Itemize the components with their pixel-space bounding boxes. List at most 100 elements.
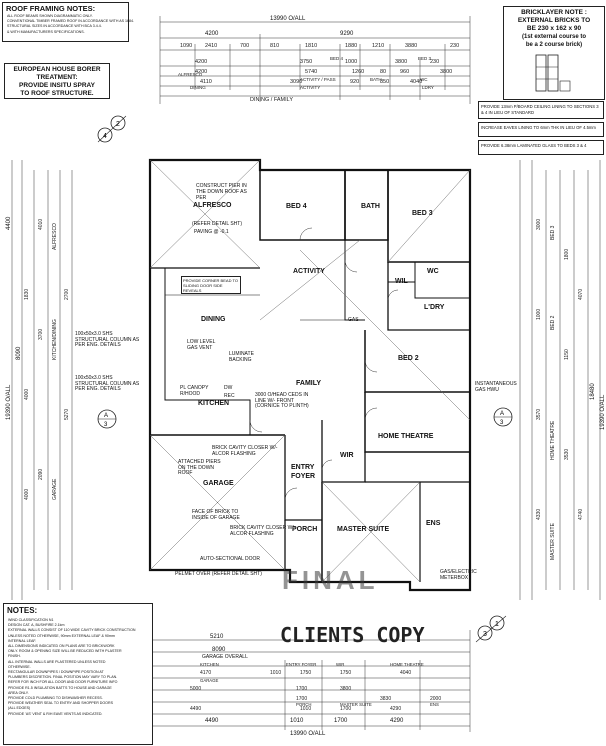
dim-left-4400: 4400 <box>6 216 12 230</box>
room-bed3: BED 3 <box>412 210 433 217</box>
svg-text:4490: 4490 <box>190 706 201 712</box>
svg-text:2090: 2090 <box>38 469 44 480</box>
svg-text:920: 920 <box>350 79 359 85</box>
svg-text:GARAGE: GARAGE <box>200 678 219 683</box>
section-marker-a3-right: A3 <box>493 407 513 427</box>
svg-text:ACTIVITY / PASS: ACTIVITY / PASS <box>300 77 336 82</box>
note-item: ALL INTERNAL WALLS ARE PLASTERED UNLESS … <box>8 659 106 664</box>
brick-course-detail <box>535 54 571 92</box>
svg-text:4740: 4740 <box>578 509 584 520</box>
room-family: FAMILY <box>296 380 322 387</box>
brick-cavity-note: BRICK CAVITY CLOSER W/- ALCOR FLASHING <box>212 445 278 457</box>
bricklayer-title: BRICKLAYER NOTE : <box>521 9 587 16</box>
svg-text:230: 230 <box>450 43 459 49</box>
svg-text:1810: 1810 <box>305 43 317 49</box>
dim-9290: 9290 <box>340 31 354 37</box>
svg-text:HOME THEATRE: HOME THEATRE <box>550 420 556 460</box>
note-item: UNLESS NOTED OTHERWISE, 90mm EXTERNAL LE… <box>8 633 115 638</box>
roof-note: CONVENTIONAL TIMBER FRAMED ROOF IN ACCOR… <box>7 19 134 24</box>
svg-text:ENS: ENS <box>430 702 439 707</box>
alfresco-paving: PAVING @ -0.1 <box>194 229 229 235</box>
gas-label: GAS <box>348 317 359 323</box>
note-item: ONLY. ROOM & OPENING SIZE WILL BE REDUCE… <box>8 649 122 654</box>
svg-text:BED 4: BED 4 <box>330 56 344 61</box>
pelmet-label: PELMET OVER (REFER DETAIL SHT) <box>175 571 262 577</box>
svg-text:PORCH: PORCH <box>296 702 312 707</box>
svg-text:2700: 2700 <box>64 289 70 300</box>
svg-text:BATH: BATH <box>370 77 382 82</box>
svg-text:GARAGE: GARAGE <box>52 478 58 500</box>
svg-text:WIR: WIR <box>336 662 344 667</box>
luminaire-note: LUMINATE BACKING <box>229 351 254 363</box>
room-wil: WIL <box>395 278 408 285</box>
svg-text:4040: 4040 <box>410 79 422 85</box>
svg-text:5740: 5740 <box>305 69 317 75</box>
svg-text:4000: 4000 <box>24 389 30 400</box>
svg-text:4200: 4200 <box>195 69 207 75</box>
gas-meter-label: GAS/ELECTRIC METERBOX <box>440 569 477 581</box>
ceiling-note: 3000 O/HEAD CEDS IN LINE W/- FRONT (CORN… <box>255 392 309 409</box>
roof-notes-list: ALL ROOF BEAMS SHOWN DIAGRAMMATIC ONLY. … <box>4 14 134 35</box>
svg-text:810: 810 <box>270 43 279 49</box>
room-wc: WC <box>427 268 439 275</box>
svg-text:3: 3 <box>483 631 487 638</box>
svg-text:WC: WC <box>420 77 428 82</box>
spec-note-text: PROVIDE 6.38mm LAMINATED GLASS TO BEDS 3… <box>481 143 587 148</box>
room-kitchen: KITCHEN <box>198 400 230 407</box>
svg-text:5270: 5270 <box>64 409 70 420</box>
svg-text:BED 2: BED 2 <box>550 315 556 330</box>
svg-text:1800: 1800 <box>564 249 570 260</box>
svg-text:ALFRESCO: ALFRESCO <box>178 72 203 77</box>
svg-text:2000: 2000 <box>430 696 441 702</box>
construct-pier-note: CONSTRUCT PIER IN THE DOWN ROOF AS PER <box>196 183 247 201</box>
room-home-theatre: HOME THEATRE <box>378 433 434 440</box>
note-item: FINISH. <box>8 654 21 659</box>
note-item: PROVIDE COLD PLUMBING TO DISHWASHER RECE… <box>8 696 103 701</box>
pl-canopy: PL CANOPY R/HOOD <box>180 385 209 397</box>
svg-text:1000: 1000 <box>345 59 357 65</box>
room-alfresco: ALFRESCO <box>193 202 232 209</box>
bricklayer-line-4: be a 2 course brick) <box>525 42 583 48</box>
room-porch: PORCH <box>292 526 318 533</box>
room-activity: ACTIVITY <box>293 268 325 275</box>
roof-framing-notes: ROOF FRAMING NOTES: ALL ROOF BEAMS SHOWN… <box>2 2 134 42</box>
roof-note: & WITH MANUFACTURERS SPECIFICATIONS. <box>7 29 85 34</box>
svg-text:3750: 3750 <box>300 59 312 65</box>
note-item: ALL DIMENSIONS INDICATED ON PLANS ARE TO… <box>8 644 115 649</box>
svg-text:1260: 1260 <box>352 69 364 75</box>
svg-text:1750: 1750 <box>340 670 351 676</box>
note-item: DESIGN CAT. A, BUSHFIRE 2.1km <box>8 623 65 628</box>
svg-text:4200: 4200 <box>195 59 207 65</box>
svg-text:1210: 1210 <box>372 43 384 49</box>
svg-text:2: 2 <box>116 121 120 128</box>
borer-line-4: to roof structure. <box>20 90 94 97</box>
note-item: INTERNAL LEAF. <box>8 638 37 643</box>
svg-text:LDRY: LDRY <box>422 85 434 90</box>
note-item: (ALL EDGES) <box>8 706 31 711</box>
svg-text:ACTIVITY: ACTIVITY <box>300 85 320 90</box>
svg-text:HOME THEATRE: HOME THEATRE <box>390 662 424 667</box>
dim-bot-1700: 1700 <box>334 718 348 724</box>
spec-note-text: INCREASE EAVES LINING TO 6mm THK IN LIEU… <box>481 125 596 130</box>
svg-text:3700: 3700 <box>38 329 44 340</box>
svg-text:MASTER SUITE: MASTER SUITE <box>550 522 556 560</box>
svg-text:3530: 3530 <box>564 449 570 460</box>
svg-text:4000: 4000 <box>24 489 30 500</box>
svg-text:3800: 3800 <box>440 69 452 75</box>
svg-text:960: 960 <box>400 69 409 75</box>
note-item: OTHERWISE. <box>8 664 31 669</box>
bricklayer-note: BRICKLAYER NOTE : EXTERNAL BRICKS TO BE … <box>503 6 605 100</box>
svg-text:BED 3: BED 3 <box>418 56 432 61</box>
section-marker-bottom: 3 1 <box>475 615 507 643</box>
svg-text:1000: 1000 <box>536 309 542 320</box>
svg-text:3: 3 <box>104 422 108 428</box>
svg-text:3830: 3830 <box>380 696 391 702</box>
svg-text:4110: 4110 <box>200 79 212 85</box>
dim-bot-overall: 13990 O/ALL <box>290 731 326 737</box>
borer-line-2: Treatment: <box>36 74 78 81</box>
svg-text:1090: 1090 <box>180 43 192 49</box>
brick-cavity-note-2: BRICK CAVITY CLOSER W/- ALCOR FLASHING <box>230 525 296 537</box>
note-item: PLUMBERS DISCRETION. FINAL POSITION MAY … <box>8 675 118 680</box>
svg-text:1010: 1010 <box>300 706 311 712</box>
